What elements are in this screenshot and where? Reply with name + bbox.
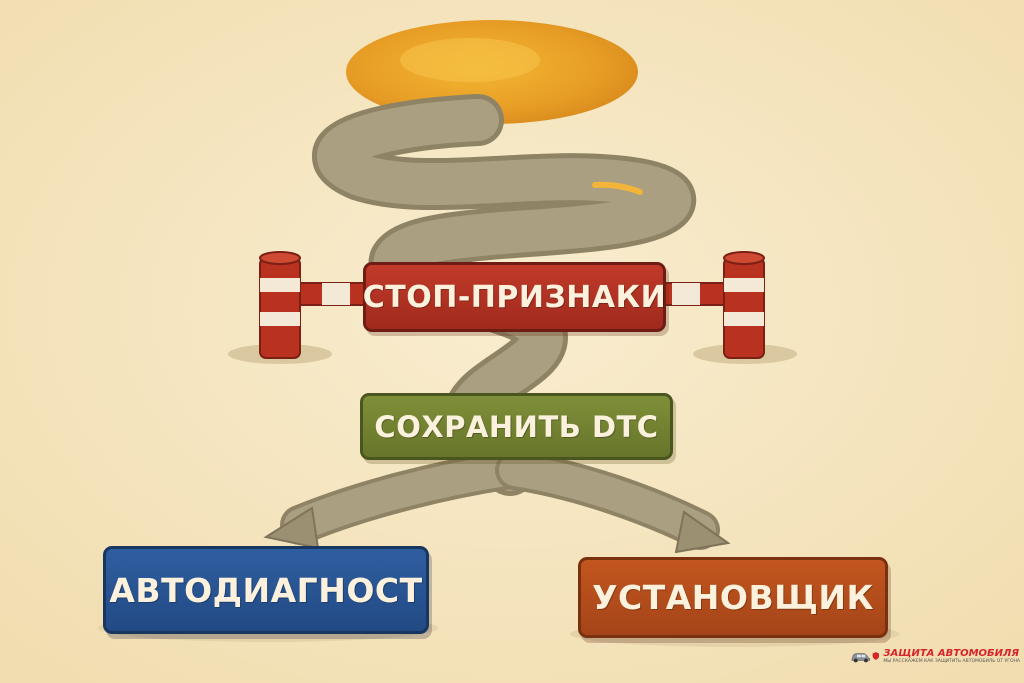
auto-diagnostician-node: АВТОДИАГНОСТ — [103, 546, 429, 634]
arrow-right-icon — [674, 510, 731, 554]
shield-icon — [872, 652, 879, 660]
sun-shape — [346, 20, 638, 124]
installer-node: УСТАНОВЩИК — [578, 557, 888, 638]
stop-signs-node: СТОП-ПРИЗНАКИ — [363, 262, 666, 332]
car-icon — [851, 653, 871, 663]
barrier-post-left — [259, 251, 301, 359]
stop-signs-label: СТОП-ПРИЗНАКИ — [362, 279, 667, 315]
arrow-left-icon — [263, 506, 320, 550]
barrier-post-right — [723, 251, 765, 359]
watermark-logo: ЗАЩИТА АВТОМОБИЛЯ МЫ РАССКАЖЕМ КАК ЗАЩИТ… — [850, 640, 1020, 672]
watermark-tagline: МЫ РАССКАЖЕМ КАК ЗАЩИТИТЬ АВТОМОБИЛЬ ОТ … — [883, 658, 1020, 664]
save-dtc-node: СОХРАНИТЬ DTC — [360, 393, 673, 460]
installer-label: УСТАНОВЩИК — [592, 578, 874, 617]
watermark-name: ЗАЩИТА АВТОМОБИЛЯ — [883, 647, 1020, 659]
auto-diagnostician-label: АВТОДИАГНОСТ — [109, 570, 423, 610]
save-dtc-label: СОХРАНИТЬ DTC — [374, 409, 659, 444]
watermark-text: ЗАЩИТА АВТОМОБИЛЯ МЫ РАССКАЖЕМ КАК ЗАЩИТ… — [883, 648, 1020, 665]
